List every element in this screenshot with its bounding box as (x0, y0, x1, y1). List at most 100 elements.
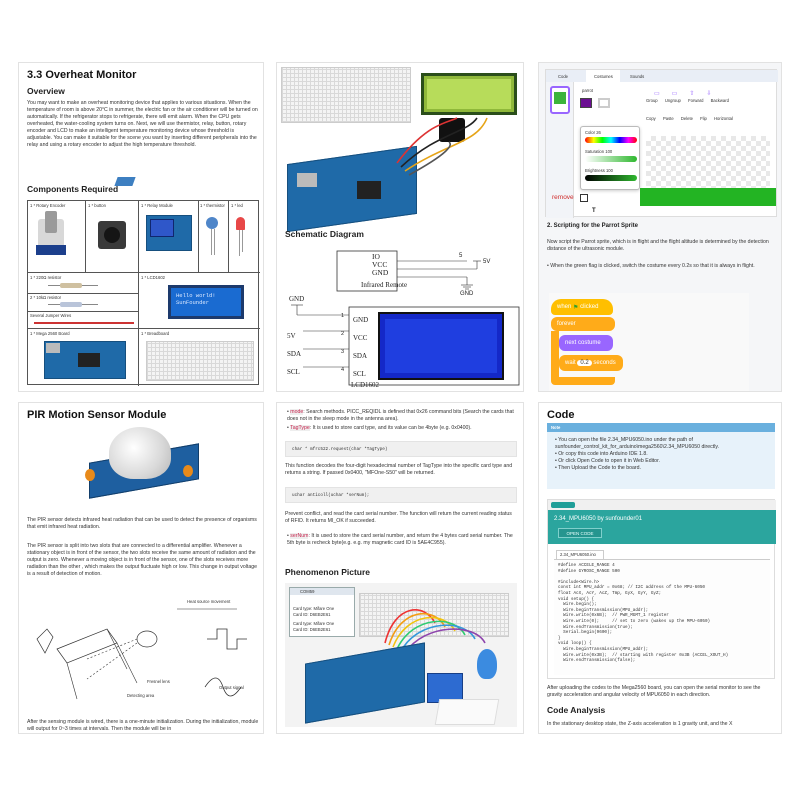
tab-sounds[interactable]: Sounds (630, 74, 645, 79)
tool-forward[interactable]: Forward (688, 98, 704, 103)
code-line: void setup() { (558, 596, 595, 602)
rfid-card-photo (434, 699, 500, 725)
saturation-slider[interactable] (585, 156, 637, 162)
component-label: 1 * Rotary Encoder (30, 203, 66, 208)
remote-pin-io: IO (372, 252, 380, 261)
code-block-anticoll: uchar anticoll(uchar *serNum); (285, 487, 517, 503)
code-line: Wire.begin(); (558, 602, 597, 608)
breadboard-photo-2 (359, 593, 509, 637)
label-5v-top: 5V (483, 259, 491, 265)
rfid-tag-photo (477, 649, 497, 679)
remote-label: Infrared Remote (361, 281, 408, 289)
web-editor: 2.34_MPU6050 by sunfounder01 OPEN CODE 2… (547, 499, 776, 679)
pir-sensor-image (79, 425, 209, 503)
breadboard-photo (281, 67, 411, 123)
canvas-area[interactable] (646, 136, 770, 196)
text-t-icon[interactable]: T (592, 208, 596, 214)
file-tab[interactable] (556, 550, 604, 559)
component-label: 2 * 10kΩ resistor (30, 295, 62, 300)
component-label: 1 * Mega 2560 Board (30, 331, 70, 336)
rfid-panel: • mode: Search methods. PICC_REQIDL is d… (276, 402, 524, 734)
remote-pin-gnd: GND (372, 268, 389, 277)
picker-color-label: Color (585, 130, 596, 135)
picker-sat-value: 100 (605, 149, 613, 154)
next-costume-block[interactable]: next costume (559, 335, 613, 351)
bullet-sernum: • serNum: It is used to store the card s… (287, 533, 513, 546)
phenomenon-heading: Phenomenon Picture (285, 567, 371, 577)
code-line: Wire.endTransmission(false); (558, 658, 636, 664)
components-table: 1 * Rotary Encoder 1 * button 1 * Relay … (27, 200, 260, 386)
lcd-pin-number: 1 (341, 313, 345, 319)
note-line: • Then Upload the Code to the board. (555, 465, 641, 471)
note-line: • Or click Open Code to open it in Web E… (555, 458, 660, 464)
wait-block[interactable]: wait 0.2 seconds (559, 355, 623, 371)
step-bullet: • When the green flag is clicked, switch… (547, 263, 755, 269)
forever-block[interactable]: forever (551, 317, 615, 331)
tool-ungroup[interactable]: Ungroup (664, 98, 681, 103)
gnd-top: GND (460, 291, 474, 297)
tab-code[interactable]: Code (558, 74, 569, 79)
costume-name: parrot (582, 88, 593, 93)
monitor-title: COM59 (300, 589, 315, 594)
led-image (236, 217, 245, 230)
tool-group[interactable]: Group (646, 98, 658, 103)
step-heading: 2. Scripting for the Parrot Sprite (547, 223, 639, 229)
diagram-label: Output signal (219, 685, 244, 690)
pir-diagram (36, 608, 247, 700)
breadboard-image (146, 341, 254, 381)
code-panel: Code Note • You can open the file 2.34_M… (538, 402, 782, 734)
code-line: Wire.beginTransmission(MPU_addr); (558, 607, 649, 613)
code-line: void loop() { (558, 641, 592, 647)
resistor-image (60, 302, 82, 307)
code-line: #include<Wire.h> (558, 579, 600, 585)
note-label: Note (551, 425, 561, 430)
lcd-pin-number: 2 (341, 331, 345, 337)
lcd-pin-gnd: GND (353, 316, 369, 324)
brightness-slider[interactable] (585, 175, 637, 181)
wires-graphic (396, 117, 488, 176)
color-picker: Color 26 Saturation 100 Brightness 100 (580, 126, 640, 190)
text-tool-icon[interactable] (580, 194, 588, 202)
tool-paste[interactable]: Paste (662, 116, 674, 121)
open-code-button[interactable]: OPEN CODE (558, 528, 602, 538)
lcd-pin-number: 3 (341, 349, 345, 355)
code-block-request: char * mfrc522.request(char *TagType) (285, 441, 517, 457)
note-line: • Or copy this code into Arduino IDE 1.8… (555, 451, 648, 457)
diagram-label: Heat source movement (187, 599, 231, 604)
left-label-scl: SCL (287, 368, 300, 376)
jumper-wires-image (34, 322, 134, 324)
monitor-line: Card ID: D6EB2E61 (293, 611, 331, 617)
code-editor[interactable]: #define ACCELE_RANGE 4#define GYROSC_RAN… (554, 559, 770, 675)
left-label-gnd: GND (289, 295, 305, 303)
tool-copy[interactable]: Copy (646, 116, 656, 121)
wait-input[interactable]: 0.2 (577, 360, 592, 366)
schematic-heading: Schematic Diagram (285, 229, 364, 239)
component-label: 1 * button (88, 203, 106, 208)
hue-slider[interactable] (585, 137, 637, 143)
code-line: Wire.endTransmission(true); (558, 624, 633, 630)
outline-swatch[interactable] (598, 98, 610, 108)
bullet-mode: • mode: Search methods. PICC_REQIDL is d… (287, 409, 514, 422)
picker-bright-label: Brightness (585, 168, 605, 173)
code-line: const int MPU_addr = 0x68; // I2C addres… (558, 585, 705, 591)
tab-costumes[interactable]: Costumes (594, 74, 613, 79)
code-para2: In the stationary desktop state, the Z-a… (547, 721, 733, 727)
remove-label: remove (552, 194, 574, 201)
tool-flip[interactable]: Flip Horizontal (700, 116, 733, 121)
pin-number: 5 (459, 253, 463, 259)
tool-delete[interactable]: Delete (680, 116, 693, 121)
lcd-line-1: Hello world! (176, 292, 216, 299)
monitor-line: Card type: Mifare One (293, 621, 335, 626)
fill-swatch[interactable] (580, 98, 592, 108)
code-line: #define ACCELE_RANGE 4 (558, 563, 615, 568)
pir-para3: After the sensing module is wired, there… (27, 719, 259, 732)
component-label: 1 * thermistor (200, 203, 225, 208)
component-label: Several Jumper Wires (30, 313, 72, 318)
when-flag-clicked-block[interactable]: when ⚑ clicked (551, 299, 613, 315)
code-analysis-heading: Code Analysis (547, 705, 606, 715)
schematic-panel: Schematic Diagram IO VCC GND Infrared Re… (276, 62, 524, 392)
tool-backward[interactable]: Backward (710, 98, 729, 103)
toolbar-icons: ▭▭⇧⇩ (654, 91, 724, 97)
monitor-line: Card ID: D6EB2E61 (293, 626, 331, 632)
code-line: Wire.beginTransmission(MPU_addr); (558, 646, 649, 652)
